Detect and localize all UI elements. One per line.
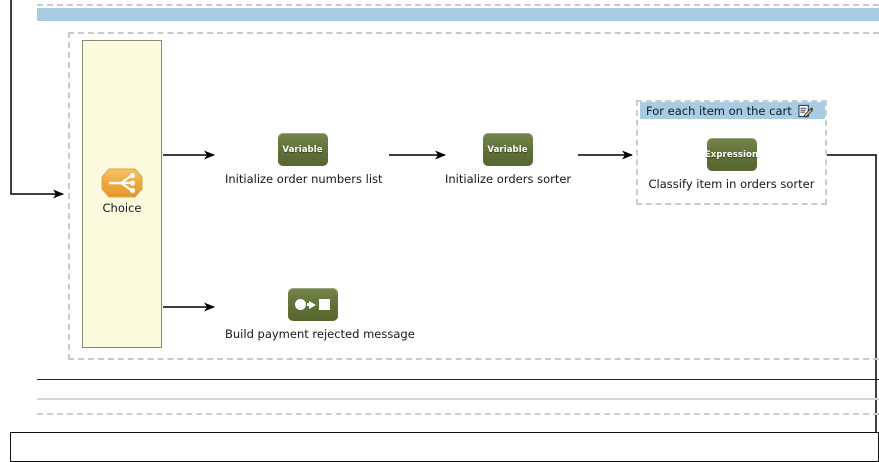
variable-icon: Variable xyxy=(277,133,328,166)
square-glyph xyxy=(319,299,330,310)
node-choice[interactable]: Choice xyxy=(101,168,143,215)
expression-icon: Expression xyxy=(704,138,759,171)
arrow-glyph xyxy=(307,300,316,309)
expression-badge-text: Expression xyxy=(704,149,759,160)
dashed-rule xyxy=(37,413,879,415)
node-initialize-order-numbers-list[interactable]: Variable Initialize order numbers list xyxy=(225,133,383,186)
node-build-payment-rejected-message[interactable]: Build payment rejected message xyxy=(225,288,415,341)
flow-container xyxy=(68,32,879,360)
bottom-panel[interactable] xyxy=(10,432,879,462)
workflow-canvas: Choice Variable Initialize order numbers… xyxy=(10,0,879,462)
scope-band-dashed-edge xyxy=(37,4,879,6)
navy-rule xyxy=(37,379,879,380)
node-label: Initialize orders sorter xyxy=(445,172,572,186)
choice-icon xyxy=(101,168,143,198)
wire-entry xyxy=(10,0,64,199)
edit-pencil-icon[interactable] xyxy=(798,104,813,118)
node-label: Initialize order numbers list xyxy=(225,172,383,186)
foreach-scope-title: For each item on the cart xyxy=(646,103,792,118)
foreach-scope-header[interactable]: For each item on the cart xyxy=(640,102,825,119)
variable-badge-text: Variable xyxy=(282,144,323,155)
wire-foreach-exit xyxy=(827,154,877,447)
node-initialize-orders-sorter[interactable]: Variable Initialize orders sorter xyxy=(445,133,572,186)
node-label: Classify item in orders sorter xyxy=(648,177,815,191)
foreach-scope[interactable]: For each item on the cart Expression Cla… xyxy=(636,100,827,205)
gray-rule xyxy=(37,398,879,400)
node-label: Build payment rejected message xyxy=(225,327,415,341)
variable-icon: Variable xyxy=(482,133,533,166)
variable-badge-text: Variable xyxy=(487,144,528,155)
node-classify-item-in-orders-sorter[interactable]: Expression Classify item in orders sorte… xyxy=(636,138,827,191)
circle-glyph xyxy=(295,299,306,310)
node-choice-label: Choice xyxy=(102,201,142,215)
transform-icon xyxy=(287,288,338,321)
connector-wires xyxy=(10,0,877,447)
top-scope-band xyxy=(37,8,879,21)
transform-glyphs xyxy=(295,299,330,310)
